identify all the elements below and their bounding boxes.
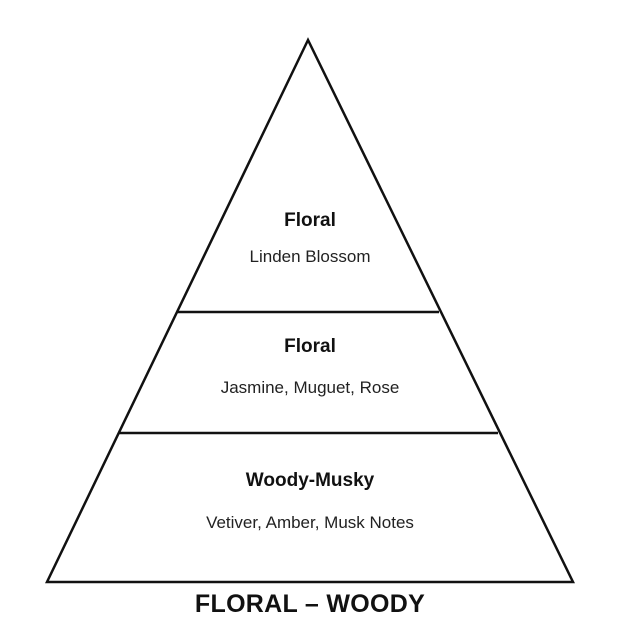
top-tier-notes: Linden Blossom	[249, 247, 371, 266]
middle-tier-title: Floral	[284, 336, 336, 357]
top-tier-title: Floral	[284, 210, 336, 231]
base-tier-notes: Vetiver, Amber, Musk Notes	[206, 513, 414, 532]
middle-tier-notes: Jasmine, Muguet, Rose	[220, 378, 400, 397]
base-tier-title: Woody-Musky	[245, 470, 375, 491]
fragrance-family-label: FLORAL – WOODY	[194, 590, 426, 618]
